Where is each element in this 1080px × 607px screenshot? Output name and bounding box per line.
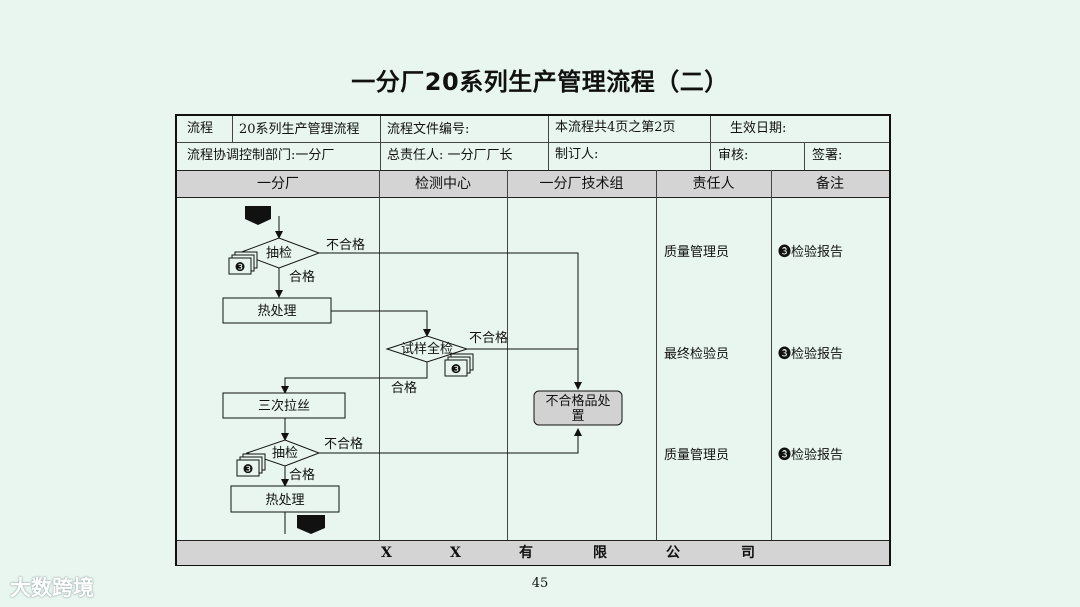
lane-title: 责任人 xyxy=(692,176,735,192)
node-label: 热处理 xyxy=(257,304,296,319)
lane-header: 一分厂 检测中心 一分厂技术组 责任人 备注 xyxy=(177,170,889,198)
remark-item: ❸检验报告 xyxy=(778,448,844,463)
lane-divider xyxy=(656,170,657,540)
edge-fail-1 xyxy=(319,252,582,390)
flow-name: 20系列生产管理流程 xyxy=(239,122,360,137)
header-divider xyxy=(804,142,805,170)
page-info: 本流程共4页之第2页 xyxy=(555,120,676,135)
decision-sample-check-2 xyxy=(245,439,321,467)
process-heat-treat-2 xyxy=(230,485,340,513)
effective-date-label: 生效日期: xyxy=(730,121,787,136)
responsible-person: 质量管理员 xyxy=(664,448,730,463)
edge-label-pass: 合格 xyxy=(289,269,315,285)
company-char: 限 xyxy=(593,545,607,561)
coord-dept: 流程协调控制部门:一分厂 xyxy=(187,148,335,163)
review-label: 审核: xyxy=(718,148,749,163)
flow-diagram: 抽检 试样全检 抽检 热处理 三次拉丝 热处理 不合格品处 置 ❸ ❸ xyxy=(222,206,623,534)
lane-divider xyxy=(771,170,772,540)
remark-item: ❸检验报告 xyxy=(778,245,844,260)
node-label: 抽检 xyxy=(272,446,298,461)
company-char: X xyxy=(381,545,392,561)
sign-label: 签署: xyxy=(812,148,843,163)
responsible-person: 最终检验员 xyxy=(664,347,730,362)
edge-label-fail: 不合格 xyxy=(469,330,508,346)
doc-badge-number: ❸ xyxy=(451,362,462,376)
offpage-connector-in xyxy=(245,206,271,225)
maker-label: 制订人: xyxy=(555,147,599,162)
node-label: 三次拉丝 xyxy=(258,398,310,414)
node-label: 不合格品处 xyxy=(545,393,610,409)
company-char: 公 xyxy=(666,545,680,561)
edge-label-fail: 不合格 xyxy=(324,436,363,452)
decision-full-inspection xyxy=(385,335,469,363)
watermark-text: 大数跨境 xyxy=(10,576,94,600)
edge-pass-2 xyxy=(281,362,428,394)
page-number: 45 xyxy=(531,576,549,591)
lane-divider xyxy=(379,170,380,540)
header-divider xyxy=(232,116,233,142)
header-divider xyxy=(710,142,711,170)
lane-title: 检测中心 xyxy=(415,176,471,192)
flow-label: 流程 xyxy=(187,121,214,136)
doc-number-label: 流程文件编号: xyxy=(387,122,470,137)
document-badge: ❸ xyxy=(228,251,258,275)
process-nonconforming xyxy=(533,390,623,426)
edge-fail-3 xyxy=(319,428,582,454)
lane-title: 一分厂 xyxy=(257,176,299,192)
company-char: 有 xyxy=(519,545,533,561)
node-label: 抽检 xyxy=(266,246,292,261)
doc-badge-number: ❸ xyxy=(235,260,246,274)
node-label: 置 xyxy=(571,409,584,424)
lane-divider xyxy=(507,170,508,540)
lane-title: 备注 xyxy=(816,176,844,192)
edge-label-pass: 合格 xyxy=(391,380,417,396)
header-divider xyxy=(710,116,711,142)
document-badge: ❸ xyxy=(236,453,266,477)
company-footer: X X 有 限 公 司 xyxy=(177,540,889,565)
edge xyxy=(331,310,431,337)
watermark: 大数跨境 xyxy=(10,572,94,602)
page-title: 一分厂20系列生产管理流程（二） xyxy=(351,68,729,96)
edge-label-fail: 不合格 xyxy=(326,237,365,253)
node-label: 试样全检 xyxy=(401,341,453,357)
owner: 总责任人: 一分厂厂长 xyxy=(387,148,513,163)
offpage-connector-out xyxy=(297,515,325,534)
header-divider xyxy=(380,116,381,170)
responsible-person: 质量管理员 xyxy=(664,245,730,260)
lane-title: 一分厂技术组 xyxy=(539,176,624,192)
flow-edges xyxy=(275,216,582,534)
edge-label-pass: 合格 xyxy=(289,467,315,483)
company-char: 司 xyxy=(741,545,755,561)
decision-sample-check-1 xyxy=(237,237,321,269)
company-char: X xyxy=(450,545,461,561)
process-form: 流程 20系列生产管理流程 流程文件编号: 本流程共4页之第2页 生效日期: 流… xyxy=(175,114,891,566)
header-row-divider xyxy=(177,142,889,143)
document-badge: ❸ xyxy=(444,353,474,377)
node-label: 热处理 xyxy=(265,493,304,508)
remark-item: ❸检验报告 xyxy=(778,347,844,362)
header-divider xyxy=(548,116,549,170)
process-third-drawing xyxy=(222,392,346,419)
process-heat-treat-1 xyxy=(222,297,332,324)
doc-badge-number: ❸ xyxy=(243,462,254,476)
